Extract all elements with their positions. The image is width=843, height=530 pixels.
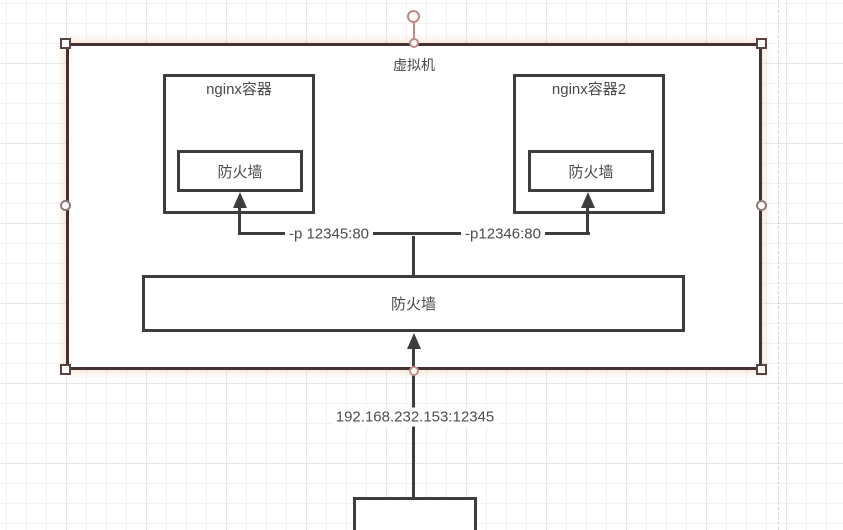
connector-right-riser-line[interactable] [586, 206, 589, 235]
resize-handle-bottom-left[interactable] [60, 364, 71, 375]
arrowhead-up-icon [407, 333, 421, 349]
resize-handle-bottom-right[interactable] [756, 364, 767, 375]
container-nginx-1-title: nginx容器 [206, 81, 272, 98]
arrowhead-up-icon [233, 192, 247, 208]
host-firewall-shape[interactable]: 防火墙 [142, 275, 685, 332]
connector-left-riser-line[interactable] [238, 206, 241, 235]
firewall-box-2[interactable]: 防火墙 [528, 150, 654, 192]
rotate-handle-icon[interactable] [407, 10, 420, 23]
port-mapping-label-2[interactable]: -p12346:80 [461, 224, 545, 244]
client-box[interactable] [353, 497, 477, 530]
resize-handle-top-right[interactable] [756, 38, 767, 49]
resize-handle-left[interactable] [60, 200, 71, 211]
rotate-handle-line [413, 22, 415, 40]
firewall-box-2-label: 防火墙 [568, 163, 614, 181]
connection-point-top[interactable] [409, 38, 419, 48]
host-firewall-label: 防火墙 [390, 296, 436, 313]
connector-branch-line[interactable] [238, 232, 590, 235]
external-address-label[interactable]: 192.168.232.153:12345 [331, 407, 499, 427]
firewall-box-1[interactable]: 防火墙 [177, 150, 303, 192]
arrowhead-up-icon [581, 192, 595, 208]
resize-handle-right[interactable] [756, 200, 767, 211]
container-nginx-2-title: nginx容器2 [551, 81, 627, 98]
connection-point-bottom[interactable] [409, 366, 419, 376]
port-mapping-label-1[interactable]: -p 12345:80 [284, 224, 374, 244]
firewall-box-1-label: 防火墙 [217, 163, 263, 181]
resize-handle-top-left[interactable] [60, 38, 71, 49]
connector-stem-line[interactable] [412, 236, 415, 275]
page-boundary-line [778, 0, 779, 530]
vm-label: 虚拟机 [393, 57, 435, 73]
